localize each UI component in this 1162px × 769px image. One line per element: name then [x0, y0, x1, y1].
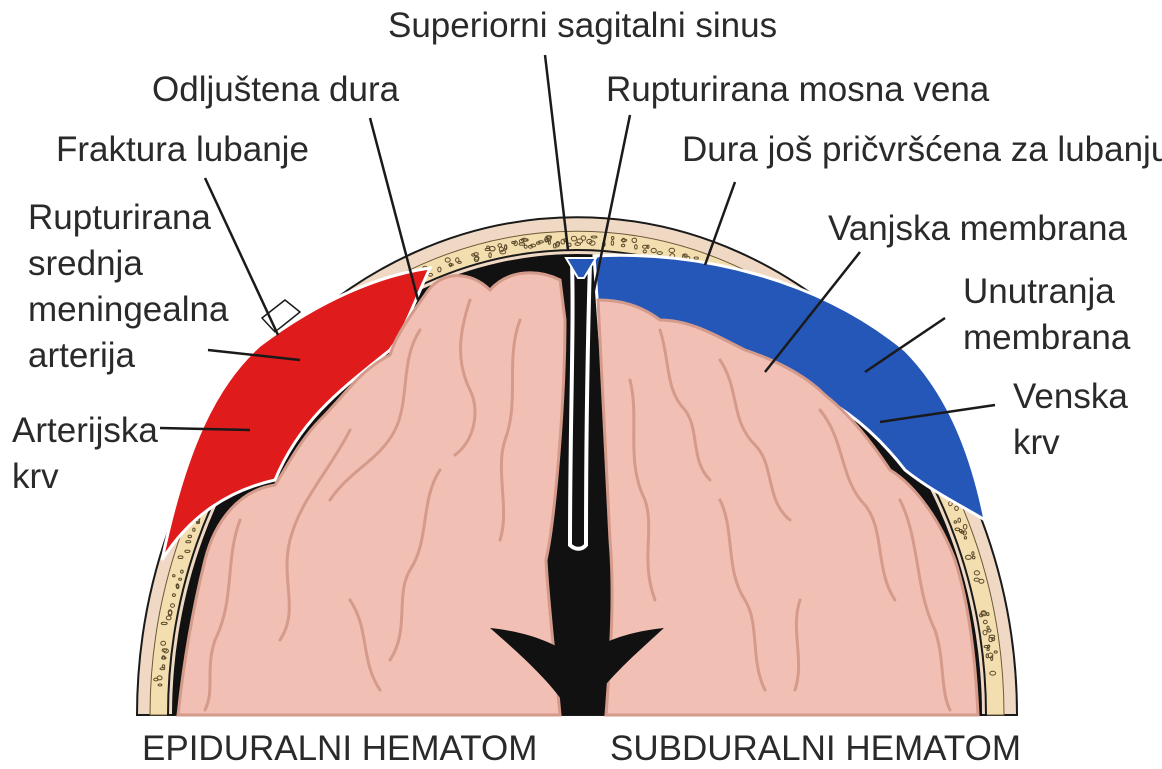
label-arterial-line2: krv: [12, 457, 59, 496]
label-detached-dura: Odljuštena dura: [152, 70, 400, 109]
caption-subdural: SUBDURALNI HEMATOM: [610, 729, 1021, 768]
label-mma-line4: arterija: [28, 336, 136, 375]
label-mma-line1: Rupturirana: [28, 198, 211, 237]
label-skull-fracture: Fraktura lubanje: [56, 130, 309, 169]
label-inner-membrane-line1: Unutranja: [963, 272, 1115, 311]
label-dura-attached: Dura još pričvršćena za lubanju: [682, 130, 1162, 169]
label-outer-membrane: Vanjska membrana: [828, 209, 1127, 248]
label-venous-line2: krv: [1013, 423, 1060, 462]
label-inner-membrane-line2: membrana: [963, 318, 1131, 357]
label-ruptured-bridging-vein: Rupturirana mosna vena: [606, 70, 990, 109]
caption-epidural: EPIDURALNI HEMATOM: [142, 729, 537, 768]
label-arterial-line1: Arterijska: [12, 411, 158, 450]
label-venous-line1: Venska: [1013, 377, 1128, 416]
label-mma-line3: meningealna: [28, 290, 229, 329]
label-superior-sagittal-sinus: Superiorni sagitalni sinus: [388, 6, 777, 45]
label-mma-line2: srednja: [28, 244, 143, 283]
